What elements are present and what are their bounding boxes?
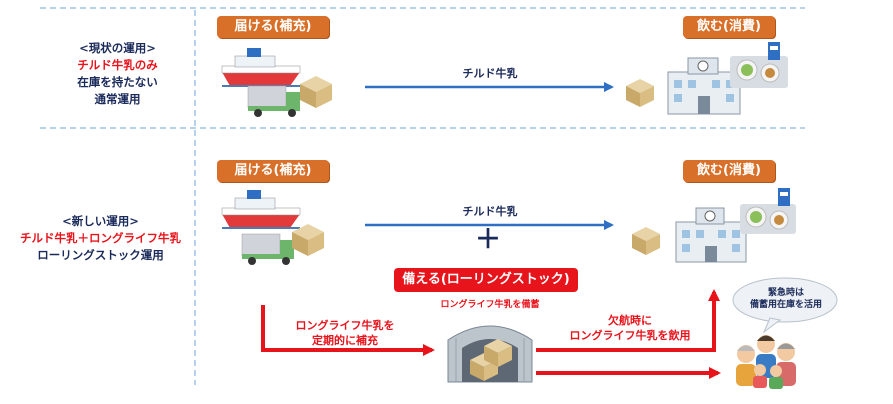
drink-badge-top: 飲む(消費) bbox=[683, 16, 775, 38]
deliver-badge-bottom: 届ける(補充) bbox=[217, 160, 329, 182]
current-ops-no-stock: 在庫を持たない bbox=[77, 75, 158, 89]
box-icon bbox=[626, 79, 654, 107]
meal-icon bbox=[730, 42, 788, 88]
plus-sign: ＋ bbox=[474, 225, 501, 255]
box-icon bbox=[300, 76, 332, 108]
new-ops-milk: チルド牛乳＋ロングライフ牛乳 bbox=[20, 231, 181, 245]
outage-label-line1: 欠航時に bbox=[608, 314, 652, 327]
dividers bbox=[40, 7, 805, 385]
new-ops-rolling: ローリングストック運用 bbox=[37, 248, 164, 262]
refill-arrow bbox=[261, 305, 435, 356]
bubble-line1: 緊急時は bbox=[767, 288, 804, 298]
refill-label-line2: 定期的に補充 bbox=[312, 334, 378, 347]
drink-badge-bottom: 飲む(消費) bbox=[683, 160, 775, 182]
refill-label: ロングライフ牛乳を 定期的に補充 bbox=[275, 318, 415, 348]
box-icon bbox=[470, 339, 512, 381]
box-icon bbox=[632, 227, 660, 255]
school-icon bbox=[675, 207, 747, 263]
speech-bubble bbox=[732, 277, 838, 334]
refill-label-line1: ロングライフ牛乳を bbox=[295, 319, 395, 332]
warehouse-caption: ロングライフ牛乳を備蓄 bbox=[440, 300, 540, 310]
new-ops-title: <新しい運用> bbox=[62, 214, 139, 228]
people-icon bbox=[736, 335, 796, 389]
ship-icon bbox=[221, 190, 301, 229]
ship-icon bbox=[221, 48, 301, 87]
chilled-label-bottom: チルド牛乳 bbox=[462, 205, 518, 218]
meal-icon bbox=[740, 188, 796, 234]
deliver-badge-top: 届ける(補充) bbox=[217, 16, 329, 38]
outage-label-line2: ロングライフ牛乳を飲用 bbox=[569, 329, 691, 342]
current-ops-normal: 通常運用 bbox=[94, 92, 141, 106]
current-ops-label: <現状の運用> チルド牛乳のみ 在庫を持たない 通常運用 bbox=[45, 40, 190, 108]
stock-badge: 備える(ローリングストック) bbox=[394, 268, 578, 292]
school-icon bbox=[667, 57, 741, 115]
outage-arrow bbox=[536, 289, 720, 352]
outage-label: 欠航時に ロングライフ牛乳を飲用 bbox=[555, 313, 705, 343]
truck-icon bbox=[247, 85, 300, 117]
new-ops-label: <新しい運用> チルド牛乳＋ロングライフ牛乳 ローリングストック運用 bbox=[8, 213, 193, 264]
bubble-line2: 備蓄用在庫を活用 bbox=[749, 300, 822, 310]
chilled-label-top: チルド牛乳 bbox=[462, 67, 518, 80]
truck-icon bbox=[241, 233, 294, 265]
box-icon bbox=[292, 224, 324, 256]
current-ops-title: <現状の運用> bbox=[79, 41, 156, 55]
current-ops-milk: チルド牛乳のみ bbox=[77, 58, 158, 72]
bubble-text: 緊急時は 備蓄用在庫を活用 bbox=[738, 287, 834, 311]
